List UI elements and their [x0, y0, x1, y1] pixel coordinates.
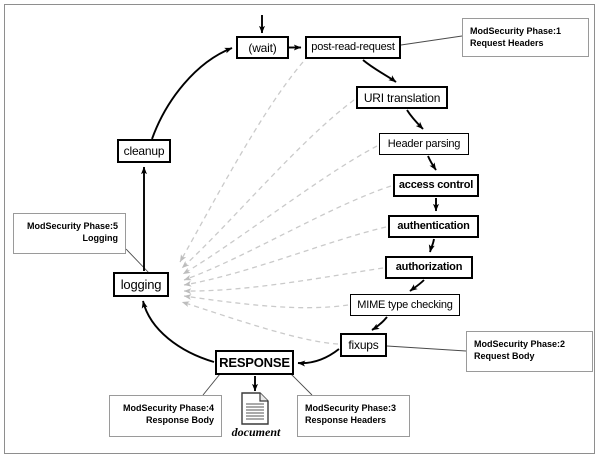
phase-label-4: ModSecurity Phase:4 Response Body	[109, 395, 222, 437]
leader-phase4	[202, 373, 221, 396]
node-authentication[interactable]: authentication	[388, 215, 479, 238]
node-fixups-label: fixups	[348, 338, 379, 352]
dashed-edge-mime-logging	[183, 294, 349, 309]
leader-phase1	[400, 35, 463, 46]
edge-header-access	[427, 155, 437, 171]
node-cleanup[interactable]: cleanup	[117, 139, 171, 163]
edge-mime-fixups	[371, 316, 388, 331]
phase-label-1: ModSecurity Phase:1 Request Headers	[462, 18, 589, 57]
node-authorization[interactable]: authorization	[385, 256, 473, 279]
document-page-icon	[241, 392, 269, 425]
dashed-edge-postread-logging	[179, 61, 304, 263]
node-logging-label: logging	[120, 277, 162, 292]
phase-label-5-line2: Logging	[82, 233, 119, 243]
node-cleanup-label: cleanup	[123, 144, 165, 158]
edge-postread-uri	[362, 59, 397, 83]
dashed-logging-edges	[179, 61, 392, 345]
node-post-read-request[interactable]: post-read-request	[305, 36, 401, 59]
node-access-control-label: access control	[398, 179, 474, 191]
edge-fixups-response	[297, 348, 340, 367]
dashed-edge-authz-logging	[183, 267, 384, 295]
node-access-control[interactable]: access control	[393, 174, 479, 197]
node-post-read-request-label: post-read-request	[311, 41, 395, 53]
node-mime-type-checking[interactable]: MIME type checking	[350, 294, 460, 316]
dashed-edge-header-logging	[182, 145, 378, 275]
phase-label-2: ModSecurity Phase:2 Request Body	[466, 331, 593, 372]
solid-flow-edges	[140, 15, 440, 392]
node-fixups[interactable]: fixups	[340, 333, 387, 357]
phase-label-5-line1: ModSecurity Phase:5	[26, 221, 118, 231]
leader-phase2	[386, 345, 467, 352]
dashed-edge-uri-logging	[181, 99, 355, 269]
node-response[interactable]: RESPONSE	[215, 350, 294, 375]
node-logging[interactable]: logging	[113, 272, 169, 297]
phase-label-3-line2: Response Headers	[305, 415, 387, 425]
edge-authn-authz	[428, 238, 435, 253]
document-caption: document	[231, 425, 281, 439]
node-header-parsing[interactable]: Header parsing	[379, 133, 469, 155]
phase-callout-leaders	[125, 35, 467, 396]
phase-label-3: ModSecurity Phase:3 Response Headers	[297, 395, 410, 437]
edge-authz-mime	[409, 279, 425, 292]
phase-label-4-line1: ModSecurity Phase:4	[122, 403, 214, 413]
phase-label-2-line1: ModSecurity Phase:2	[474, 339, 566, 349]
phase-label-1-line2: Request Headers	[470, 38, 544, 48]
node-wait-label: (wait)	[248, 40, 277, 55]
node-mime-type-checking-label: MIME type checking	[357, 298, 453, 311]
leader-phase3	[290, 373, 313, 396]
edge-cleanup-wait	[151, 47, 233, 140]
dashed-edge-access-logging	[183, 185, 392, 281]
node-wait[interactable]: (wait)	[236, 36, 289, 59]
phase-label-4-line2: Response Body	[145, 415, 214, 425]
phase-label-3-line1: ModSecurity Phase:3	[305, 403, 397, 413]
node-uri-translation[interactable]: URI translation	[356, 86, 448, 109]
node-response-label: RESPONSE	[219, 355, 290, 370]
dashed-edge-authn-logging	[183, 226, 387, 287]
node-authorization-label: authorization	[395, 261, 463, 273]
node-header-parsing-label: Header parsing	[387, 137, 461, 150]
edge-uri-header	[406, 109, 424, 130]
leader-phase5	[125, 248, 151, 275]
dashed-edge-fixups-logging	[181, 301, 339, 345]
phase-label-5: ModSecurity Phase:5 Logging	[13, 213, 126, 254]
edge-response-logging	[141, 300, 215, 363]
phase-label-2-line2: Request Body	[474, 351, 535, 361]
node-authentication-label: authentication	[397, 220, 470, 232]
phase-label-1-line1: ModSecurity Phase:1	[470, 26, 562, 36]
node-uri-translation-label: URI translation	[363, 90, 441, 105]
